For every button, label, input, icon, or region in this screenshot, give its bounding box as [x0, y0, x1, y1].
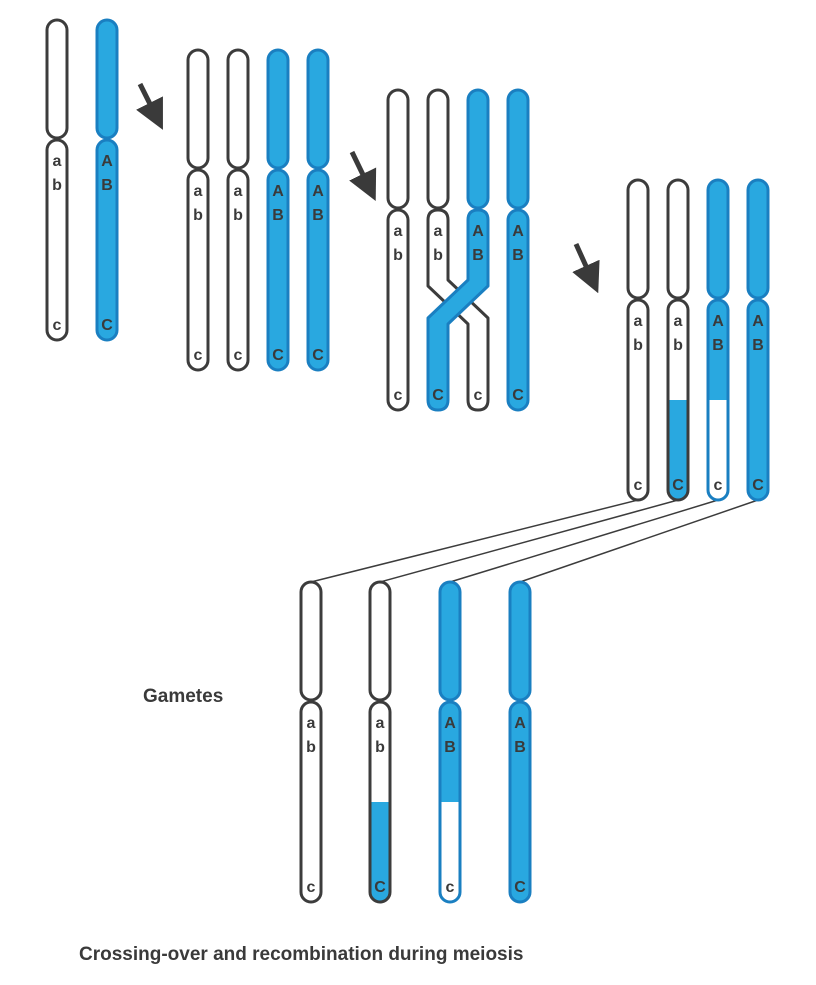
gamete-recombinant-white: a b C [368, 580, 392, 904]
gene-label: C [752, 477, 764, 494]
arrow-icon [349, 150, 377, 202]
stage-arrows [136, 82, 600, 294]
gene-label: A [472, 223, 484, 240]
gamete-white: a b c [299, 580, 323, 904]
arrow-icon [136, 82, 163, 130]
gene-label: B [514, 739, 526, 756]
gene-label: a [53, 153, 62, 170]
stage-gametes: a b c a b C A B c A B C [299, 580, 532, 904]
connector-line [519, 499, 759, 583]
gene-label: C [672, 477, 684, 494]
gene-label: C [512, 387, 524, 404]
gene-label: A [272, 183, 284, 200]
chromatid-recombinant-blue: A B c [706, 178, 730, 502]
gene-label: c [634, 477, 643, 494]
gene-label: A [312, 183, 324, 200]
chromatid-white: a b c [626, 178, 650, 502]
gamete-connectors [310, 499, 759, 583]
gene-label: a [674, 313, 683, 330]
gene-label: B [752, 337, 764, 354]
gene-label: b [433, 247, 443, 264]
gene-label: B [444, 739, 456, 756]
gene-label: b [375, 739, 385, 756]
gene-label: C [312, 347, 324, 364]
gene-label: C [514, 879, 526, 896]
gene-label: c [234, 347, 243, 364]
gene-label: B [312, 207, 324, 224]
gene-label: B [472, 247, 484, 264]
gene-label: a [307, 715, 316, 732]
gene-label: c [446, 879, 455, 896]
gene-label: C [432, 387, 444, 404]
chromatid-blue: A B C [266, 48, 290, 372]
gene-label: b [193, 207, 203, 224]
crossover-blue [426, 208, 490, 412]
gene-label: c [714, 477, 723, 494]
connector-line [379, 499, 679, 583]
chromatid-arm [426, 88, 450, 210]
gene-label: B [272, 207, 284, 224]
gene-label: B [512, 247, 524, 264]
stage-recombined: a b c a b C A B c A B C [626, 178, 770, 502]
gene-label: c [307, 879, 316, 896]
gene-label: c [53, 317, 62, 334]
chromatid-recombinant-white: a b C [666, 178, 690, 502]
gamete-recombinant-blue: A B c [438, 580, 462, 904]
gene-label: a [234, 183, 243, 200]
gene-label: C [101, 317, 113, 334]
gene-label: a [376, 715, 385, 732]
chromosome-blue: A B C [95, 18, 119, 342]
gene-label: a [434, 223, 443, 240]
chromatid-white: a b c [386, 88, 410, 412]
gene-label: c [194, 347, 203, 364]
gene-label: c [394, 387, 403, 404]
chromatid-white: a b c [186, 48, 210, 372]
gene-label: A [752, 313, 764, 330]
gene-label: A [514, 715, 526, 732]
gene-label: C [272, 347, 284, 364]
gene-label: a [194, 183, 203, 200]
gene-label: B [712, 337, 724, 354]
gene-label: b [673, 337, 683, 354]
chromatid-blue: A B C [306, 48, 330, 372]
chromatid-blue: A B C [746, 178, 770, 502]
gene-label: A [444, 715, 456, 732]
connector-line [310, 499, 639, 583]
figure-caption: Crossing-over and recombination during m… [79, 944, 523, 965]
gene-label: B [101, 177, 113, 194]
gene-label: b [633, 337, 643, 354]
gene-label: A [101, 153, 113, 170]
arrow-icon [572, 242, 600, 294]
gene-label: C [374, 879, 386, 896]
chromatid-white: a b c [226, 48, 250, 372]
chromatid-arm [466, 88, 490, 210]
gene-label: b [52, 177, 62, 194]
chromosome-white: a b c [45, 18, 69, 342]
gene-label: c [474, 387, 483, 404]
gametes-label: Gametes [143, 686, 223, 707]
gene-label: a [634, 313, 643, 330]
stage-crossing-over: a b c a b C A B c A B C [386, 88, 530, 412]
stage-replicated: a b c a b c A B C A B C [186, 48, 330, 372]
gene-label: b [393, 247, 403, 264]
stage-parents: a b c A B C [45, 18, 119, 342]
gene-label: b [306, 739, 316, 756]
connector-line [449, 499, 719, 583]
gene-label: b [233, 207, 243, 224]
chromatid-blue: A B C [506, 88, 530, 412]
gene-label: a [394, 223, 403, 240]
gamete-blue: A B C [508, 580, 532, 904]
gene-label: A [512, 223, 524, 240]
gene-label: A [712, 313, 724, 330]
